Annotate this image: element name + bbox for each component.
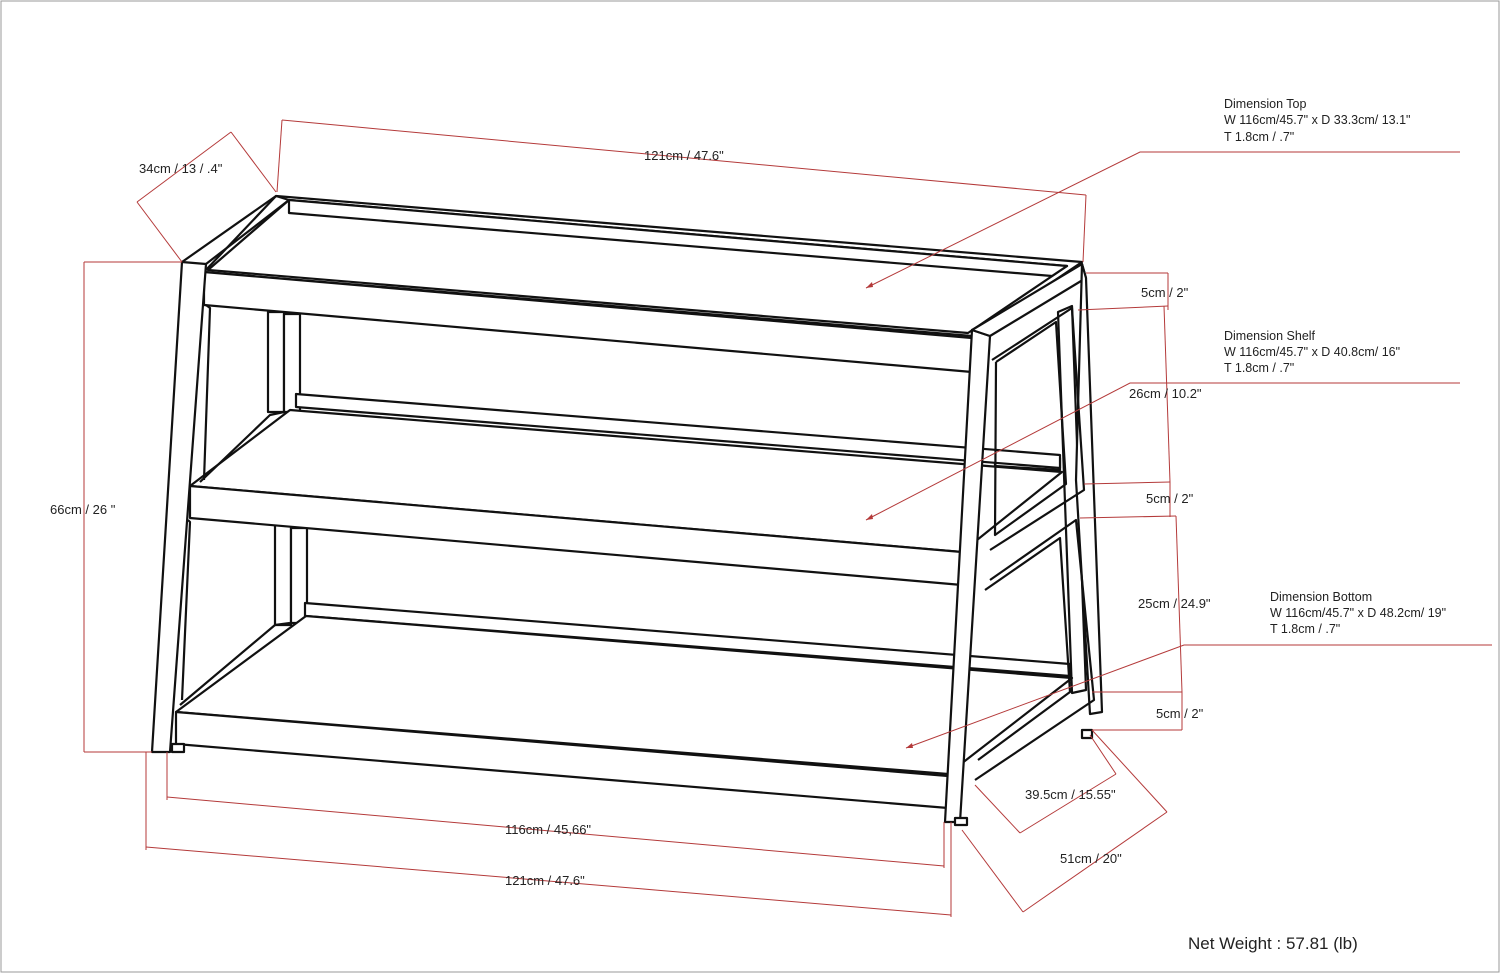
callout-top: Dimension Top W 116cm/45.7" x D 33.3cm/ … xyxy=(1224,97,1411,144)
label-width-inner: 116cm / 45,66" xyxy=(505,822,591,837)
label-bottom-thickness: 5cm / 2" xyxy=(1156,706,1204,721)
label-gap-upper: 26cm / 10.2" xyxy=(1129,386,1202,401)
callout-leaders xyxy=(865,151,1492,749)
label-shelf-thickness: 5cm / 2" xyxy=(1146,491,1194,506)
callout-shelf-size: W 116cm/45.7" x D 40.8cm/ 16" xyxy=(1224,345,1400,359)
shelf-unit xyxy=(150,194,1104,827)
label-depth-inner: 39.5cm / 15.55" xyxy=(1025,787,1116,802)
dimension-lines xyxy=(83,119,1183,917)
label-top-thickness: 5cm / 2" xyxy=(1141,285,1189,300)
callout-bottom-size: W 116cm/45.7" x D 48.2cm/ 19" xyxy=(1270,606,1446,620)
label-height-total: 66cm / 26 " xyxy=(50,502,116,517)
callout-bottom: Dimension Bottom W 116cm/45.7" x D 48.2c… xyxy=(1270,590,1446,636)
callout-shelf-thickness: T 1.8cm / .7" xyxy=(1224,361,1294,375)
net-weight: Net Weight : 57.81 (lb) xyxy=(1188,934,1358,953)
left-side-frame xyxy=(150,194,291,754)
middle-shelf xyxy=(188,408,1064,587)
callout-top-title: Dimension Top xyxy=(1224,97,1307,111)
label-depth-top: 34cm / 13 / .4" xyxy=(139,161,223,176)
bottom-shelf xyxy=(174,614,1074,810)
right-side-frame xyxy=(943,262,1104,827)
top-panel xyxy=(202,194,1084,374)
callout-bottom-title: Dimension Bottom xyxy=(1270,590,1372,604)
label-gap-lower: 25cm / 24.9" xyxy=(1138,596,1211,611)
label-depth-bottom: 51cm / 20" xyxy=(1060,851,1122,866)
dimension-labels: 34cm / 13 / .4" 121cm / 47.6" 66cm / 26 … xyxy=(50,148,1211,888)
back-rail-upper xyxy=(294,392,1062,470)
callout-top-thickness: T 1.8cm / .7" xyxy=(1224,130,1294,144)
callout-bottom-thickness: T 1.8cm / .7" xyxy=(1270,622,1340,636)
callout-shelf: Dimension Shelf W 116cm/45.7" x D 40.8cm… xyxy=(1224,329,1400,375)
callout-shelf-title: Dimension Shelf xyxy=(1224,329,1316,343)
callout-top-size: W 116cm/45.7" x D 33.3cm/ 13.1" xyxy=(1224,113,1411,127)
label-width-top: 121cm / 47.6" xyxy=(644,148,724,163)
label-width-bottom: 121cm / 47.6" xyxy=(505,873,585,888)
